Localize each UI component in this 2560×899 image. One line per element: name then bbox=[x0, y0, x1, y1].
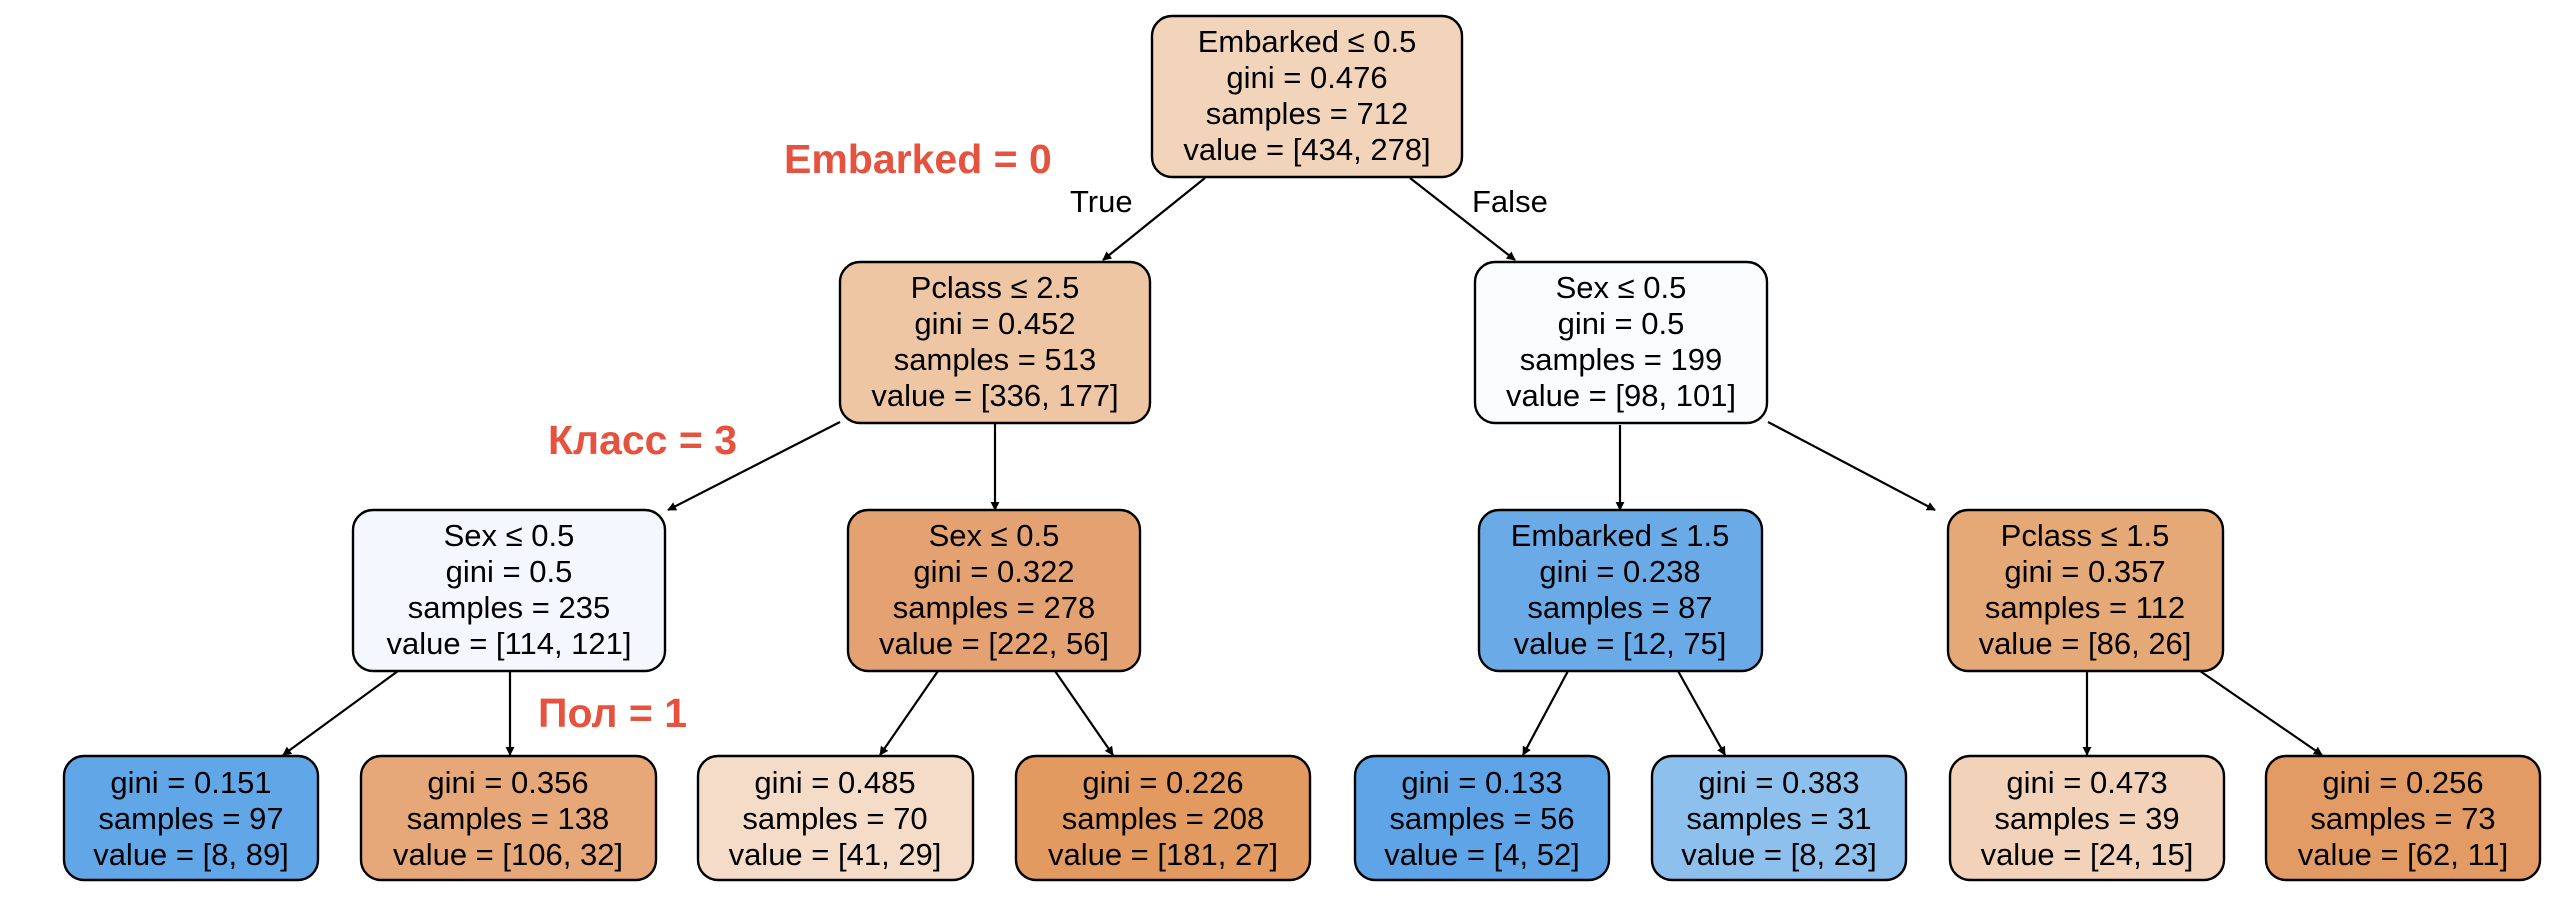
node-line: value = [8, 89] bbox=[93, 837, 289, 872]
tree-node-right-left: Embarked ≤ 1.5 gini = 0.238 samples = 87… bbox=[1477, 508, 1764, 673]
edge-label-false: False bbox=[1472, 184, 1548, 219]
node-line: Sex ≤ 0.5 bbox=[1556, 270, 1687, 305]
node-line: gini = 0.473 bbox=[2006, 765, 2167, 800]
edge-left-leftleft bbox=[667, 421, 841, 511]
node-line: value = [86, 26] bbox=[1979, 626, 2192, 661]
node-line: gini = 0.322 bbox=[913, 554, 1074, 589]
tree-node-root: Embarked ≤ 0.5 gini = 0.476 samples = 71… bbox=[1150, 14, 1464, 179]
node-line: value = [222, 56] bbox=[879, 626, 1109, 661]
node-line: Pclass ≤ 2.5 bbox=[911, 270, 1080, 305]
node-line: Embarked ≤ 0.5 bbox=[1198, 24, 1417, 59]
edge-right-rightright bbox=[1767, 421, 1936, 511]
node-line: gini = 0.485 bbox=[754, 765, 915, 800]
node-line: samples = 712 bbox=[1206, 96, 1408, 131]
node-line: gini = 0.226 bbox=[1082, 765, 1243, 800]
edge-leftleft-leaf1 bbox=[282, 670, 399, 756]
node-line: value = [24, 15] bbox=[1981, 837, 2194, 872]
tree-leaf-4: gini = 0.226 samples = 208 value = [181,… bbox=[1014, 754, 1312, 882]
annotation-embarked: Embarked = 0 bbox=[784, 136, 1052, 182]
node-box bbox=[1946, 508, 2225, 673]
node-line: samples = 138 bbox=[407, 801, 609, 836]
node-box bbox=[359, 754, 658, 882]
tree-leaf-1: gini = 0.151 samples = 97 value = [8, 89… bbox=[62, 754, 320, 882]
node-box bbox=[838, 260, 1152, 425]
tree-node-left: Pclass ≤ 2.5 gini = 0.452 samples = 513 … bbox=[838, 260, 1152, 425]
node-line: gini = 0.256 bbox=[2322, 765, 2483, 800]
node-line: value = [98, 101] bbox=[1506, 378, 1736, 413]
node-line: value = [336, 177] bbox=[871, 378, 1118, 413]
edge-root-right bbox=[1409, 177, 1516, 261]
tree-leaf-8: gini = 0.256 samples = 73 value = [62, 1… bbox=[2264, 754, 2542, 882]
tree-leaf-6: gini = 0.383 samples = 31 value = [8, 23… bbox=[1650, 754, 1908, 882]
tree-leaf-2: gini = 0.356 samples = 138 value = [106,… bbox=[359, 754, 658, 882]
node-line: Sex ≤ 0.5 bbox=[929, 518, 1060, 553]
node-line: samples = 56 bbox=[1389, 801, 1574, 836]
node-line: samples = 112 bbox=[1985, 590, 2185, 625]
node-line: samples = 87 bbox=[1527, 590, 1712, 625]
edge-leftright-leaf3 bbox=[879, 670, 939, 756]
node-line: samples = 199 bbox=[1520, 342, 1722, 377]
node-line: samples = 97 bbox=[98, 801, 283, 836]
node-line: value = [12, 75] bbox=[1514, 626, 1727, 661]
tree-edges bbox=[282, 177, 2323, 756]
annotation-klass: Класс = 3 bbox=[548, 417, 737, 463]
tree-leaf-3: gini = 0.485 samples = 70 value = [41, 2… bbox=[696, 754, 975, 882]
node-line: samples = 31 bbox=[1686, 801, 1871, 836]
node-line: gini = 0.5 bbox=[1558, 306, 1685, 341]
node-line: value = [8, 23] bbox=[1681, 837, 1877, 872]
node-box bbox=[1353, 754, 1611, 882]
annotation-pol: Пол = 1 bbox=[538, 690, 687, 736]
tree-node-left-left: Sex ≤ 0.5 gini = 0.5 samples = 235 value… bbox=[351, 508, 667, 673]
node-box bbox=[1948, 754, 2226, 882]
node-box bbox=[62, 754, 320, 882]
node-line: samples = 39 bbox=[1994, 801, 2179, 836]
tree-node-left-right: Sex ≤ 0.5 gini = 0.322 samples = 278 val… bbox=[846, 508, 1142, 673]
node-box bbox=[351, 508, 667, 673]
node-line: value = [181, 27] bbox=[1048, 837, 1278, 872]
node-line: Sex ≤ 0.5 bbox=[444, 518, 575, 553]
node-box bbox=[1473, 260, 1769, 425]
node-line: gini = 0.151 bbox=[110, 765, 271, 800]
tree-leaf-5: gini = 0.133 samples = 56 value = [4, 52… bbox=[1353, 754, 1611, 882]
node-line: value = [41, 29] bbox=[729, 837, 942, 872]
node-line: gini = 0.452 bbox=[914, 306, 1075, 341]
node-line: Pclass ≤ 1.5 bbox=[2001, 518, 2170, 553]
node-line: samples = 513 bbox=[894, 342, 1096, 377]
edge-rightleft-leaf6 bbox=[1677, 670, 1726, 756]
node-line: gini = 0.476 bbox=[1226, 60, 1387, 95]
node-box bbox=[1014, 754, 1312, 882]
node-line: gini = 0.356 bbox=[427, 765, 588, 800]
edge-root-left bbox=[1102, 177, 1206, 261]
tree-node-right-right: Pclass ≤ 1.5 gini = 0.357 samples = 112 … bbox=[1946, 508, 2225, 673]
edge-rightleft-leaf5 bbox=[1522, 670, 1569, 756]
tree-leaf-7: gini = 0.473 samples = 39 value = [24, 1… bbox=[1948, 754, 2226, 882]
edge-label-true: True bbox=[1070, 184, 1133, 219]
node-box bbox=[1477, 508, 1764, 673]
node-line: gini = 0.5 bbox=[446, 554, 573, 589]
node-line: value = [114, 121] bbox=[386, 626, 631, 661]
node-box bbox=[2264, 754, 2542, 882]
node-line: samples = 73 bbox=[2310, 801, 2495, 836]
node-box bbox=[846, 508, 1142, 673]
node-line: value = [106, 32] bbox=[393, 837, 623, 872]
node-box bbox=[696, 754, 975, 882]
node-line: gini = 0.238 bbox=[1539, 554, 1700, 589]
edge-rightright-leaf8 bbox=[2199, 670, 2323, 756]
node-line: samples = 70 bbox=[742, 801, 927, 836]
node-line: samples = 278 bbox=[893, 590, 1095, 625]
node-line: Embarked ≤ 1.5 bbox=[1511, 518, 1730, 553]
node-line: samples = 235 bbox=[408, 590, 610, 625]
node-line: value = [4, 52] bbox=[1384, 837, 1580, 872]
node-line: gini = 0.133 bbox=[1401, 765, 1562, 800]
node-line: gini = 0.383 bbox=[1698, 765, 1859, 800]
node-line: value = [434, 278] bbox=[1183, 132, 1430, 167]
node-line: value = [62, 11] bbox=[2298, 837, 2509, 872]
tree-node-right: Sex ≤ 0.5 gini = 0.5 samples = 199 value… bbox=[1473, 260, 1769, 425]
node-line: samples = 208 bbox=[1062, 801, 1264, 836]
node-box bbox=[1150, 14, 1464, 179]
node-line: gini = 0.357 bbox=[2004, 554, 2165, 589]
edge-leftright-leaf4 bbox=[1054, 670, 1114, 756]
node-box bbox=[1650, 754, 1908, 882]
